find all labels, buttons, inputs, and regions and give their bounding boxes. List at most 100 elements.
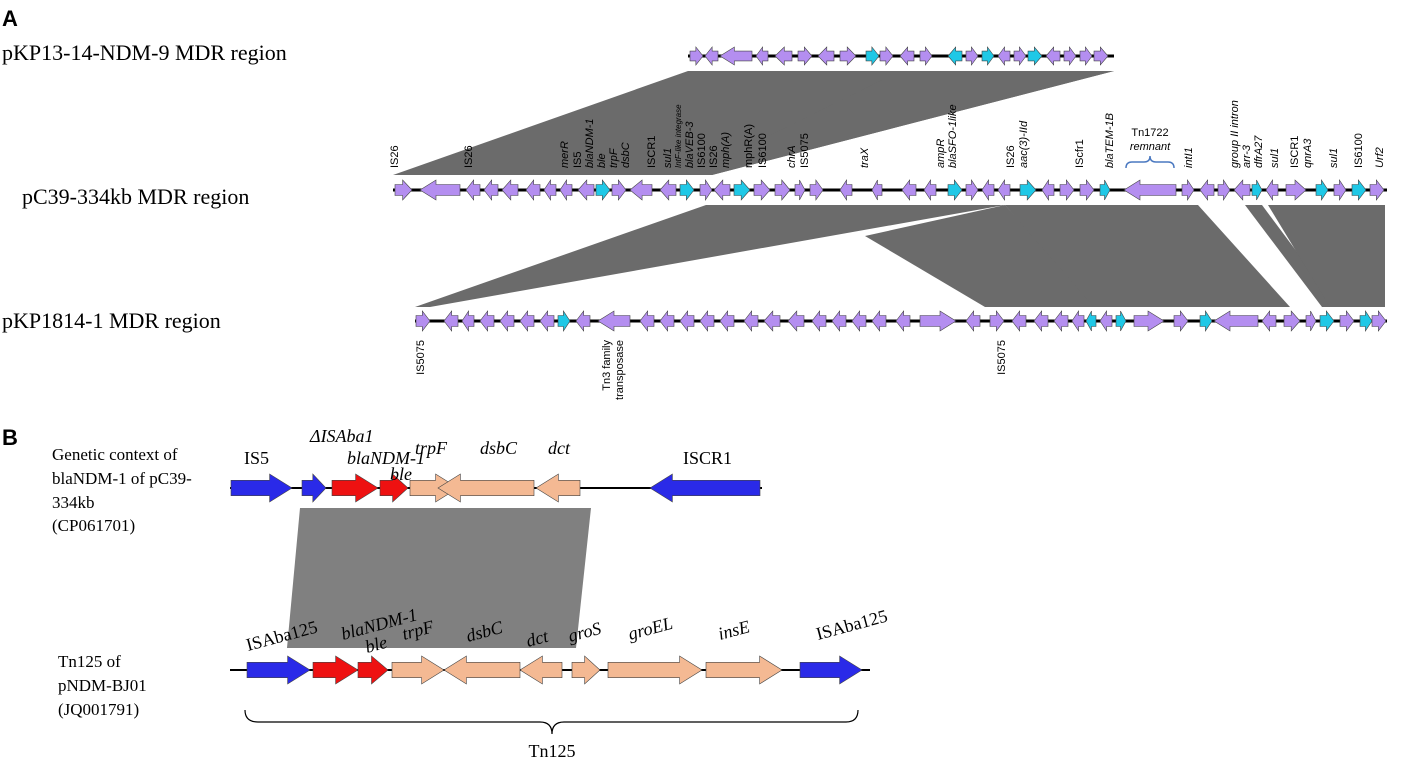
gene-labels-pkp1814: IS5075 Tn3 family transposase IS5075 (415, 340, 1008, 400)
gene-arrow (1173, 310, 1189, 332)
gene-arrow (443, 310, 459, 332)
gene-arrow-dct (519, 655, 563, 685)
gene-arrow (659, 179, 677, 201)
homology-block (690, 71, 1114, 175)
gene-arrow (543, 179, 557, 201)
gene-arrow (871, 179, 883, 201)
gene-label: mph(A) (720, 132, 732, 168)
gene-arrow (1339, 310, 1355, 332)
gene-arrow (1053, 310, 1069, 332)
gene-arrow (629, 179, 653, 201)
gene-arrow (1351, 179, 1367, 201)
gene-arrow (965, 179, 979, 201)
gene-arrow (1333, 179, 1347, 201)
gene-arrow (1059, 179, 1075, 201)
gene-label: merR (559, 141, 571, 168)
gene-arrow (713, 179, 731, 201)
tn1722-label: Tn1722 (1131, 127, 1168, 139)
gene-labels-pc39: IS26 IS26 merR IS5 blaNDM-1 ble trpF dsb… (389, 100, 1386, 168)
gene-arrow (611, 179, 627, 201)
gene-arrow (1123, 179, 1177, 201)
gene-arrow (809, 179, 824, 201)
gene-arrow-iscr1 (649, 473, 761, 503)
gene-arrow (923, 179, 937, 201)
gene-arrow-ble (379, 473, 409, 503)
gene-arrow (1369, 179, 1385, 201)
gene-arrow (1251, 179, 1263, 201)
gene-label: ISCR1 (646, 136, 658, 168)
gene-label: blaVEB-3 (684, 121, 696, 168)
gene-arrow (595, 179, 611, 201)
homology-block (865, 205, 1098, 307)
gene-arrow (865, 46, 880, 66)
gene-label: IntF-like integrase (674, 104, 683, 168)
tn1722-bracket: Tn1722 remnant (1125, 127, 1175, 169)
gene-arrow (679, 179, 695, 201)
gene-label: blaSFO-1like (947, 104, 959, 168)
gene-arrow (1085, 310, 1097, 332)
gene-arrow (797, 46, 813, 66)
panel-b-letter: B (2, 425, 18, 450)
gene-arrow (1181, 179, 1195, 201)
gene-arrow (1261, 310, 1277, 332)
homology-block (1268, 205, 1385, 307)
gene-label: IS6100 (696, 133, 708, 168)
gene-arrow (465, 179, 481, 201)
row-label-pc39: pC39-334kb MDR region (22, 184, 249, 209)
gene-arrow (1371, 310, 1387, 332)
gene-label-b: ΔISAba1 (309, 426, 374, 446)
gene-arrow (919, 46, 933, 66)
gene-label: IS26 (389, 145, 401, 168)
gene-arrow (1045, 46, 1061, 66)
gene-label-b: ble (390, 464, 412, 484)
gene-label: IS5 (572, 151, 584, 168)
tn125-label-line3: (JQ001791) (58, 700, 139, 719)
gene-arrow-is5 (230, 473, 293, 503)
gene-arrow (895, 310, 911, 332)
tn125-bracket (244, 709, 859, 735)
gene-arrow (901, 179, 917, 201)
gene-arrow (997, 46, 1011, 66)
gene-arrow (597, 310, 631, 332)
gene-arrow (1013, 46, 1027, 66)
gene-arrow (1305, 310, 1317, 332)
gene-label-b: blaNDM-1 (347, 448, 425, 468)
gene-arrow (415, 310, 431, 332)
gene-label: IS26 (708, 145, 720, 168)
gene-arrow (699, 179, 713, 201)
gene-label: blaNDM-1 (584, 118, 596, 168)
context-label-line3: 334kb (52, 493, 95, 512)
gene-arrow-blandm1 (331, 473, 379, 503)
panel-a-letter: A (2, 6, 18, 31)
context-label-line2: blaNDM-1 of pC39- (52, 469, 192, 488)
gene-arrow (525, 179, 541, 201)
gene-arrow (557, 310, 571, 332)
gene-label: intI1 (1183, 147, 1195, 168)
gene-arrow (1033, 310, 1049, 332)
gene-arrow (965, 46, 979, 66)
gene-arrow-ble (357, 655, 389, 685)
gene-label: sul1 (662, 148, 674, 168)
gene-arrow (704, 46, 719, 66)
gene-arrow-groel (607, 655, 703, 685)
gene-arrow (871, 310, 887, 332)
gene-arrow (1213, 310, 1259, 332)
gene-arrow (839, 46, 857, 66)
gene-arrow (774, 46, 793, 66)
gene-arrow (1217, 179, 1231, 201)
gene-arrow (1359, 310, 1373, 332)
gene-label: IScfr1 (1074, 139, 1086, 168)
gene-arrow-dsbc (437, 473, 535, 503)
gene-arrow (659, 310, 675, 332)
gene-arrows-row2 (246, 655, 863, 685)
gene-arrow (479, 310, 495, 332)
gene-label: IS26 (1005, 145, 1017, 168)
gene-arrow (499, 310, 515, 332)
gene-arrow (1315, 179, 1329, 201)
gene-arrow (539, 310, 555, 332)
gene-arrow (575, 310, 591, 332)
gene-arrow-blandm1 (312, 655, 359, 685)
gene-arrow (1115, 310, 1127, 332)
gene-label: qnrA3 (1302, 138, 1314, 168)
